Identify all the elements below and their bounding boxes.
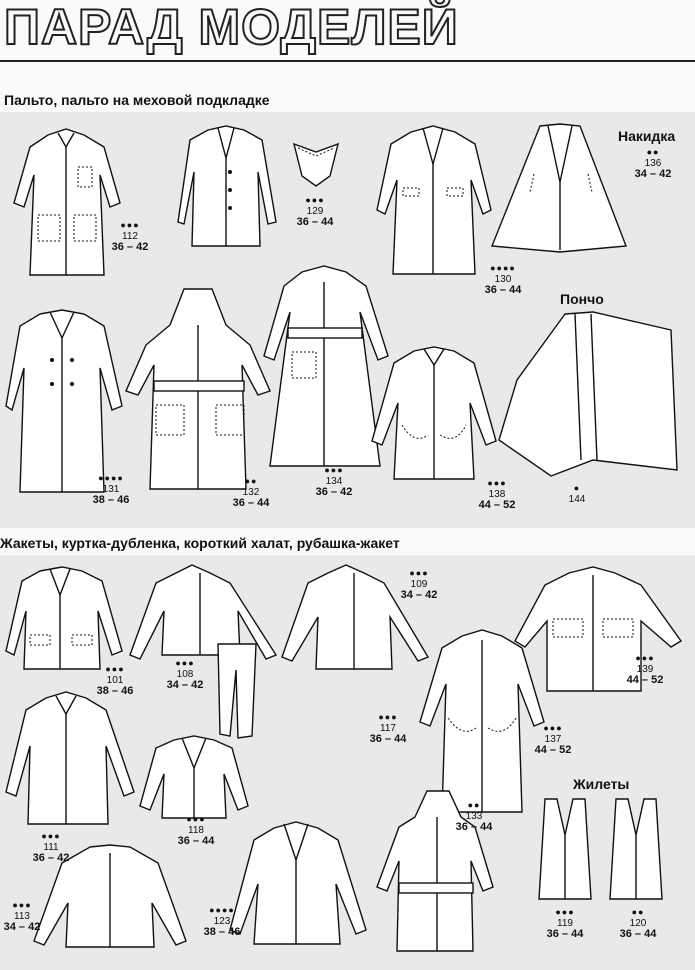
label-vests: Жилеты bbox=[573, 776, 630, 792]
robe-133-drawing bbox=[376, 790, 494, 952]
jacket-101-drawing bbox=[5, 566, 123, 670]
page-title: ПАРАД МОДЕЛЕЙ bbox=[3, 0, 459, 56]
jacket-123-drawing bbox=[229, 821, 367, 945]
jacket-117-drawing bbox=[419, 629, 545, 813]
cape-136-drawing bbox=[491, 123, 627, 253]
coat-131-drawing bbox=[5, 309, 123, 493]
poncho-144-drawing bbox=[498, 311, 678, 477]
vest-120-drawing bbox=[609, 798, 663, 900]
coat-112-drawing bbox=[13, 128, 121, 276]
coat-130-drawing bbox=[376, 125, 492, 275]
scarf-108-drawing bbox=[217, 643, 257, 739]
coat-134-drawing bbox=[263, 265, 389, 467]
collar-129-drawing bbox=[293, 142, 339, 187]
model-tag: ●144 bbox=[568, 483, 586, 505]
jacket-108-drawing bbox=[129, 564, 278, 660]
section-heading-coats: Пальто, пальто на меховой подкладке bbox=[4, 92, 270, 108]
section-heading-jackets: Жакеты, куртка-дубленка, короткий халат,… bbox=[0, 535, 400, 551]
label-cape: Накидка bbox=[618, 128, 676, 144]
jacket-111-drawing bbox=[5, 691, 135, 825]
jacket-113-drawing bbox=[33, 844, 187, 948]
vest-119-drawing bbox=[538, 798, 592, 900]
coat-129-drawing bbox=[177, 125, 277, 247]
jacket-109-drawing bbox=[281, 564, 430, 670]
coat-138-drawing bbox=[371, 346, 497, 480]
shirt-jacket-139-drawing bbox=[514, 566, 683, 692]
jacket-118-drawing bbox=[139, 735, 249, 819]
coat-132-drawing bbox=[125, 288, 271, 490]
title-rule bbox=[0, 60, 695, 62]
label-poncho: Пончо bbox=[560, 291, 604, 307]
